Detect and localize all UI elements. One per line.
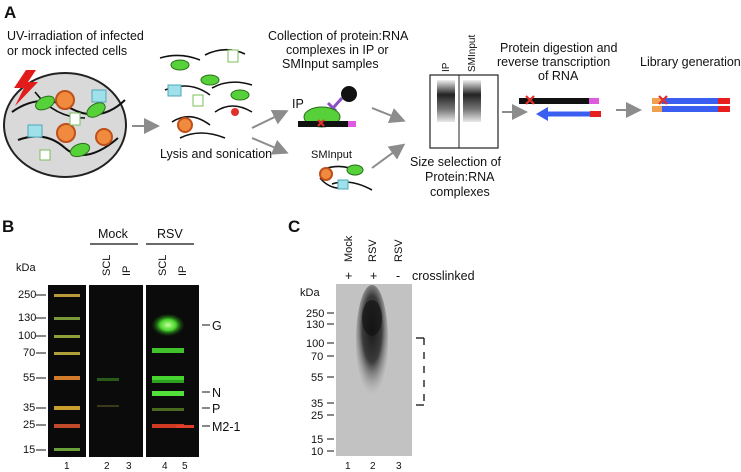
b-lane-header-scl-rsv: SCL xyxy=(157,255,169,276)
panel-c-kda: kDa xyxy=(300,287,320,299)
autoradiograph-c xyxy=(336,284,412,456)
western-blot-b xyxy=(48,285,199,457)
c-lane-header-rsv-2: RSV xyxy=(393,239,405,262)
reverse-transcription-illustration xyxy=(519,95,601,121)
gel-lane-sminput: SMInput xyxy=(467,35,478,72)
b-lane-number-4: 4 xyxy=(162,461,168,472)
gel-lane-ip: IP xyxy=(441,62,452,72)
b-marker-250: 250 xyxy=(18,289,36,301)
b-marker-130: 130 xyxy=(18,312,36,324)
panel-b-kda: kDa xyxy=(16,262,36,274)
c-lane-header-rsv-1: RSV xyxy=(367,239,379,262)
c-lane-header-mock: Mock xyxy=(343,235,355,262)
uv-lightning-icon xyxy=(14,70,38,106)
c-marker-100: 100 xyxy=(306,338,324,350)
b-lane-number-2: 2 xyxy=(104,461,110,472)
step1-line2: or mock infected cells xyxy=(7,44,127,58)
band-label-n: N xyxy=(212,386,221,400)
b-lane-number-5: 5 xyxy=(182,461,188,472)
c-lane-number-2: 2 xyxy=(370,461,376,472)
b-marker-100: 100 xyxy=(18,330,36,342)
size-selection-line2: Protein:RNA xyxy=(425,170,495,184)
size-selection-gel xyxy=(429,74,499,149)
lysate-illustration xyxy=(159,48,253,139)
b-lane-header-scl-mock: SCL xyxy=(101,255,113,276)
b-lane-header-ip-rsv: IP xyxy=(177,266,189,276)
library-illustration xyxy=(652,95,730,112)
step5-line2: reverse transcription xyxy=(497,55,610,69)
b-lane-header-ip-mock: IP xyxy=(121,266,133,276)
group-label-mock: Mock xyxy=(98,227,129,241)
b-lane-number-3: 3 xyxy=(126,461,132,472)
c-marker-70: 70 xyxy=(311,351,323,363)
c-lane-number-1: 1 xyxy=(345,461,351,472)
ip-illustration xyxy=(298,86,357,128)
c-marker-55: 55 xyxy=(311,372,323,384)
infected-cell-illustration xyxy=(3,70,127,178)
c-crosslink-sign-2: + xyxy=(370,269,377,283)
c-marker-35: 35 xyxy=(311,398,323,410)
c-crosslinked-label: crosslinked xyxy=(412,269,475,283)
step5-line3: of RNA xyxy=(538,69,579,83)
step3-line1: Collection of protein:RNA xyxy=(268,29,409,43)
arrow-3a xyxy=(371,107,406,123)
arrow-3b xyxy=(371,143,406,169)
arrow-2a xyxy=(251,110,289,129)
sminput-label: SMInput xyxy=(311,149,352,161)
step2-label: Lysis and sonication xyxy=(160,147,272,161)
b-marker-70: 70 xyxy=(23,347,35,359)
group-label-rsv: RSV xyxy=(157,227,183,241)
size-selection-line3: complexes xyxy=(430,185,490,199)
step3-line3: SMInput samples xyxy=(282,57,379,71)
step6-label: Library generation xyxy=(640,55,741,69)
size-range-bracket xyxy=(416,337,425,406)
c-crosslink-sign-1: + xyxy=(345,269,352,283)
c-marker-10: 10 xyxy=(311,446,323,458)
step5-line1: Protein digestion and xyxy=(500,41,617,55)
band-label-p: P xyxy=(212,402,220,416)
c-marker-130: 130 xyxy=(306,319,324,331)
panel-c-letter: C xyxy=(288,217,300,236)
ip-label: IP xyxy=(292,97,304,111)
c-lane-number-3: 3 xyxy=(396,461,402,472)
c-marker-15: 15 xyxy=(311,434,323,446)
panel-a-letter: A xyxy=(4,3,16,22)
c-marker-250: 250 xyxy=(306,308,324,320)
b-marker-55: 55 xyxy=(23,372,35,384)
sminput-illustration xyxy=(319,164,373,191)
panel-b-letter: B xyxy=(2,217,14,236)
c-marker-25: 25 xyxy=(311,410,323,422)
band-label-g: G xyxy=(212,319,222,333)
c-crosslink-sign-3: - xyxy=(396,269,400,283)
step1-line1: UV-irradiation of infected xyxy=(7,29,144,43)
arrow-2b xyxy=(251,137,289,155)
size-selection-line1: Size selection of xyxy=(410,155,502,169)
b-marker-15: 15 xyxy=(23,444,35,456)
b-marker-25: 25 xyxy=(23,419,35,431)
b-lane-number-1: 1 xyxy=(64,461,70,472)
band-label-m2-1: M2-1 xyxy=(212,420,241,434)
b-marker-35: 35 xyxy=(23,402,35,414)
step3-line2: complexes in IP or xyxy=(286,43,389,57)
